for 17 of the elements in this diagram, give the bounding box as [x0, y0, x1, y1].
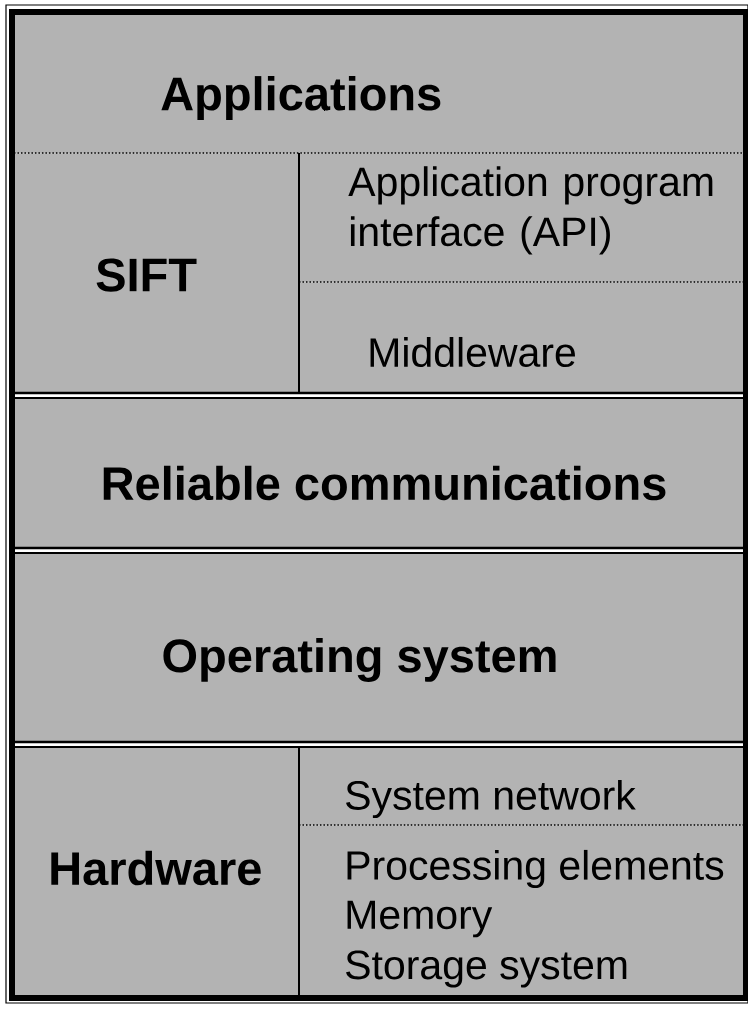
node-label: SIFT	[96, 258, 197, 292]
layer-box: Operating system	[14, 552, 745, 743]
node-label: Memory	[347, 900, 493, 938]
layer-box: SIFT	[14, 153, 300, 394]
node-label: Storage system	[346, 950, 627, 988]
node-label: Application program interface (API)	[348, 166, 713, 255]
layer-box: Hardware	[14, 746, 300, 997]
node-label: Middleware	[370, 336, 575, 368]
node-label: Applications	[161, 76, 441, 120]
layer-box: System network	[299, 746, 745, 826]
node-label: Hardware	[51, 850, 261, 886]
node-label: System network	[346, 779, 636, 819]
layer-box: Applications	[14, 14, 745, 154]
layer-box: Middleware	[299, 282, 745, 394]
node-label: Processing elements	[347, 849, 724, 889]
layer-box: Reliable communications	[14, 397, 745, 549]
layer-box: Application program interface (API)	[299, 153, 745, 283]
